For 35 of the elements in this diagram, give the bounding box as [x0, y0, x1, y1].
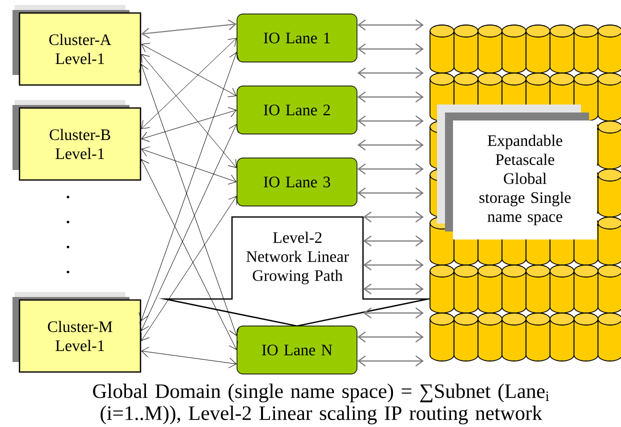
- double-arrow: [357, 332, 424, 342]
- double-arrow: [141, 42, 237, 98]
- caption: Global Domain (single name space) = ∑Subnet (Lane$_{i}$ (i=1..M)), Level-2 Linear scaling IP routing network: [93, 384, 550, 424]
- cluster-box: Cluster-B Level-1: [12, 100, 142, 181]
- double-arrow: [141, 19, 237, 39]
- double-arrow: [139, 124, 238, 331]
- double-arrow: [140, 159, 238, 350]
- double-arrow: [357, 68, 424, 78]
- double-arrow: [141, 346, 236, 368]
- double-arrow: [141, 107, 236, 142]
- lane-box: IO Lane 2: [236, 86, 358, 134]
- double-arrow: [141, 54, 237, 168]
- cluster-box: Cluster-M Level-1: [12, 292, 142, 373]
- double-arrow: [357, 140, 424, 150]
- text-card: Expandable Petascale Global storage Single name space: [437, 104, 597, 240]
- callout-box: Level-2 Network Linear Growing Path: [158, 216, 434, 327]
- double-arrow: [357, 188, 424, 198]
- double-arrow: [141, 146, 236, 185]
- double-arrow: [141, 38, 237, 129]
- double-arrow: [357, 164, 424, 174]
- double-arrow: [357, 116, 424, 126]
- double-arrow: [357, 356, 424, 366]
- double-arrow: [363, 260, 424, 270]
- lane-box: IO Lane N: [236, 326, 358, 374]
- lane-box: IO Lane 3: [236, 158, 358, 206]
- double-arrow: [363, 308, 424, 318]
- double-arrow: [140, 196, 237, 341]
- double-arrow: [363, 284, 424, 294]
- double-arrow: [357, 92, 424, 102]
- double-arrow: [357, 44, 424, 54]
- lane-box: IO Lane 1: [236, 14, 358, 62]
- cluster-box: Cluster-A Level-1: [12, 5, 142, 86]
- double-arrow: [357, 20, 424, 30]
- double-arrow: [363, 236, 424, 246]
- double-arrow: [363, 212, 424, 222]
